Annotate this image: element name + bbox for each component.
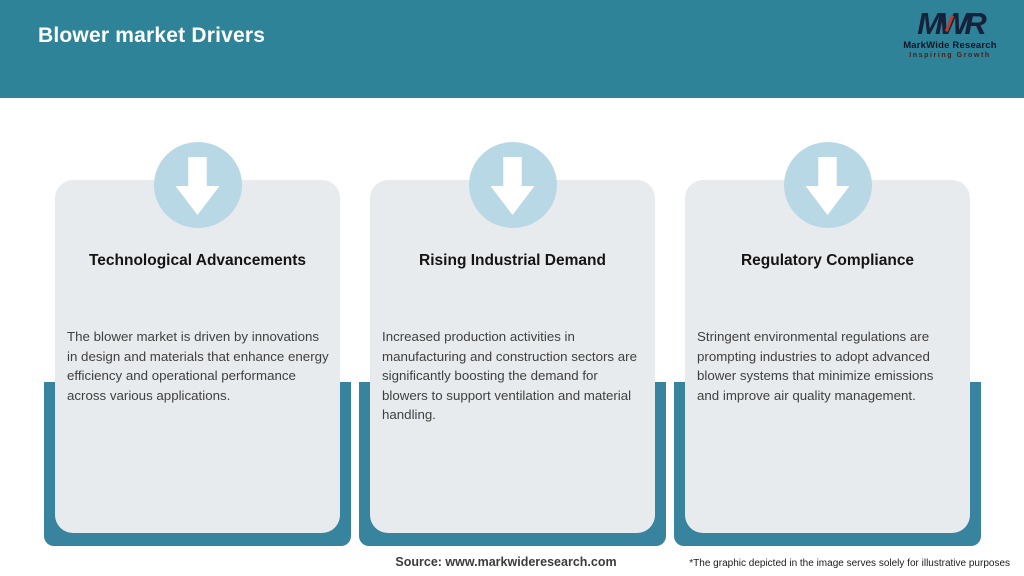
disclaimer-text: *The graphic depicted in the image serve… bbox=[689, 558, 1010, 569]
driver-card-regulatory-compliance: Regulatory Compliance Stringent environm… bbox=[685, 142, 970, 533]
page-title: Blower market Drivers bbox=[38, 24, 266, 47]
down-arrow-badge bbox=[783, 142, 872, 228]
card-title: Rising Industrial Demand bbox=[419, 252, 606, 269]
down-arrow-icon bbox=[175, 157, 220, 215]
card-title: Technological Advancements bbox=[88, 252, 307, 269]
card-body: Stringent environmental regulations are … bbox=[697, 329, 934, 403]
logo-tagline: Inspiring Growth bbox=[909, 52, 991, 59]
card-title: Regulatory Compliance bbox=[740, 252, 915, 269]
down-arrow-icon bbox=[805, 157, 850, 215]
down-arrow-badge bbox=[153, 142, 242, 228]
logo-company-name: MarkWide Research bbox=[903, 40, 997, 51]
logo-monogram-text: MWR bbox=[917, 6, 987, 41]
driver-card-rising-industrial-demand: Rising Industrial Demand Increased produ… bbox=[370, 142, 655, 533]
down-arrow-badge bbox=[468, 142, 557, 228]
driver-card-technological-advancements: Technological Advancements The blower ma… bbox=[55, 142, 340, 533]
card-body: Increased production activities in manuf… bbox=[382, 329, 637, 422]
logo-monogram: MWR bbox=[902, 8, 998, 40]
header-bar: Blower market Drivers MWR MarkWide Resea… bbox=[0, 0, 1024, 98]
card-body: The blower market is driven by innovatio… bbox=[67, 329, 329, 403]
down-arrow-icon bbox=[490, 157, 535, 215]
markwide-logo: MWR MarkWide Research Inspiring Growth bbox=[902, 8, 998, 60]
source-text: Source: www.markwideresearch.com bbox=[395, 555, 617, 569]
